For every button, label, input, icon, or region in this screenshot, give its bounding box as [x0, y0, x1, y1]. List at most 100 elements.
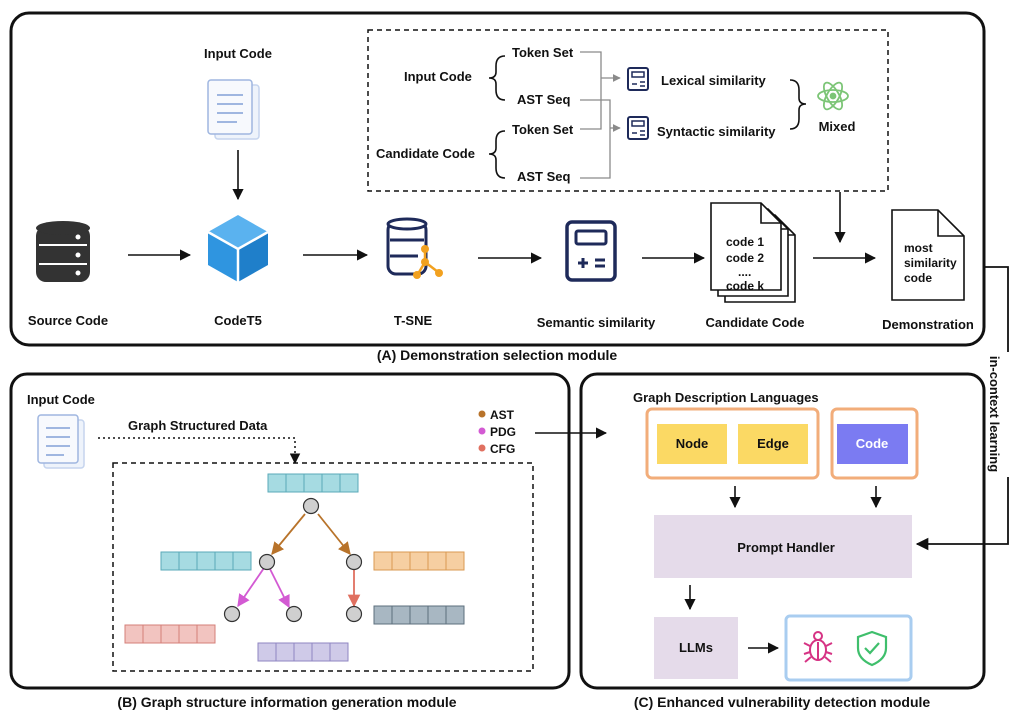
feature-row-ll-cell	[142, 624, 162, 644]
feature-row-right-cell	[409, 551, 429, 571]
input-brace	[488, 55, 506, 101]
atom-icon	[817, 81, 849, 111]
legend-ast: AST	[490, 408, 515, 422]
legend-pdg: PDG	[490, 425, 516, 439]
input-code-doc-icon	[207, 79, 260, 140]
candidate-line-2: code 2	[726, 251, 764, 265]
module-c-panel	[579, 372, 986, 690]
gdl-title: Graph Description Languages	[633, 390, 819, 405]
source-code-label: Source Code	[28, 313, 108, 328]
module-b-title: (B) Graph structure information generati…	[117, 694, 456, 710]
feature-row-ll	[124, 624, 216, 644]
feature-row-lr-cell	[275, 642, 295, 662]
graph-structured-data-label: Graph Structured Data	[128, 418, 268, 433]
prompt-handler-box	[654, 515, 912, 578]
mix-token-set-1: Token Set	[512, 45, 574, 60]
graph-box	[112, 462, 534, 672]
feature-row-rr	[373, 605, 465, 625]
llms-box	[654, 617, 738, 679]
tree-nodes	[223, 497, 363, 623]
graph-legend: AST PDG CFG	[478, 408, 516, 456]
tsne-label: T-SNE	[394, 313, 433, 328]
feature-row-lr-cell	[329, 642, 349, 662]
feature-row-rr-cell	[391, 605, 411, 625]
syntactic-similarity-label: Syntactic similarity	[657, 124, 776, 139]
demonstration-doc-icon	[891, 209, 965, 301]
feature-row-left	[160, 551, 252, 571]
feature-row-lr-cell	[293, 642, 313, 662]
mixed-label: Mixed	[819, 119, 856, 134]
llms-label: LLMs	[679, 640, 713, 655]
prompt-handler-label: Prompt Handler	[737, 540, 835, 555]
feature-row-root-cell	[267, 473, 287, 493]
node-box	[657, 424, 727, 464]
demo-line-1: most	[904, 241, 933, 255]
feature-row-left-cell	[232, 551, 252, 571]
result-box	[784, 614, 913, 682]
legend-cfg: CFG	[490, 442, 515, 456]
module-a-panel	[9, 11, 986, 347]
shield-check-icon	[856, 630, 888, 667]
syntactic-calc-icon	[627, 116, 649, 140]
candidate-code-label: Candidate Code	[706, 315, 805, 330]
codet5-cube-icon	[207, 215, 269, 282]
mix-ast-seq-1: AST Seq	[517, 92, 571, 107]
feature-row-root-cell	[321, 473, 341, 493]
graph-data-dotted-arrow	[98, 437, 301, 465]
candidate-brace	[488, 130, 506, 179]
feature-row-root-cell	[339, 473, 359, 493]
module-b-panel	[9, 372, 571, 690]
feature-row-rr-cell	[427, 605, 447, 625]
code-box	[837, 424, 908, 464]
mix-token-set-2: Token Set	[512, 122, 574, 137]
feature-row-lr	[257, 642, 349, 662]
lexical-calc-icon	[627, 67, 649, 91]
feature-row-right	[373, 551, 465, 571]
mix-ast-seq-2: AST Seq	[517, 169, 571, 184]
feature-row-rr-cell	[373, 605, 393, 625]
module-c-title: (C) Enhanced vulnerability detection mod…	[634, 694, 931, 710]
b-input-code-label: Input Code	[27, 392, 95, 407]
candidate-line-1: code 1	[726, 235, 764, 249]
edge-box	[738, 424, 808, 464]
in-context-learning-label: in-context learning	[987, 356, 1002, 472]
lexical-similarity-label: Lexical similarity	[661, 73, 767, 88]
feature-row-left-cell	[196, 551, 216, 571]
demonstration-label: Demonstration	[882, 317, 974, 332]
code-label: Code	[856, 436, 889, 451]
feature-row-rr-cell	[445, 605, 465, 625]
feature-row-right-cell	[373, 551, 393, 571]
tsne-database-icon	[386, 217, 443, 279]
feature-row-lr-cell	[311, 642, 331, 662]
mixed-similarity-box	[367, 29, 889, 192]
feature-row-rr-cell	[409, 605, 429, 625]
bug-icon	[803, 631, 833, 663]
feature-row-root-cell	[303, 473, 323, 493]
feature-row-right-cell	[445, 551, 465, 571]
mix-input-code-label: Input Code	[404, 69, 472, 84]
feature-row-ll-cell	[178, 624, 198, 644]
database-icon	[36, 221, 90, 282]
feature-row-ll-cell	[124, 624, 144, 644]
calculator-icon	[565, 220, 617, 282]
feature-row-right-cell	[427, 551, 447, 571]
node-label: Node	[676, 436, 709, 451]
feature-row-root	[267, 473, 359, 493]
candidate-line-3: ....	[738, 265, 751, 279]
feature-row-left-cell	[178, 551, 198, 571]
demo-line-2: similarity	[904, 256, 957, 270]
feature-row-left-cell	[160, 551, 180, 571]
semantic-similarity-label: Semantic similarity	[537, 315, 656, 330]
tree-edges	[237, 513, 361, 609]
feature-row-ll-cell	[196, 624, 216, 644]
feature-row-ll-cell	[160, 624, 180, 644]
codet5-label: CodeT5	[214, 313, 262, 328]
feature-row-lr-cell	[257, 642, 277, 662]
a-input-code-label: Input Code	[204, 46, 272, 61]
feature-row-root-cell	[285, 473, 305, 493]
candidate-code-docs-icon	[710, 202, 796, 303]
edge-label: Edge	[757, 436, 789, 451]
b-input-doc-icon	[37, 414, 85, 469]
module-a-title: (A) Demonstration selection module	[377, 347, 618, 363]
